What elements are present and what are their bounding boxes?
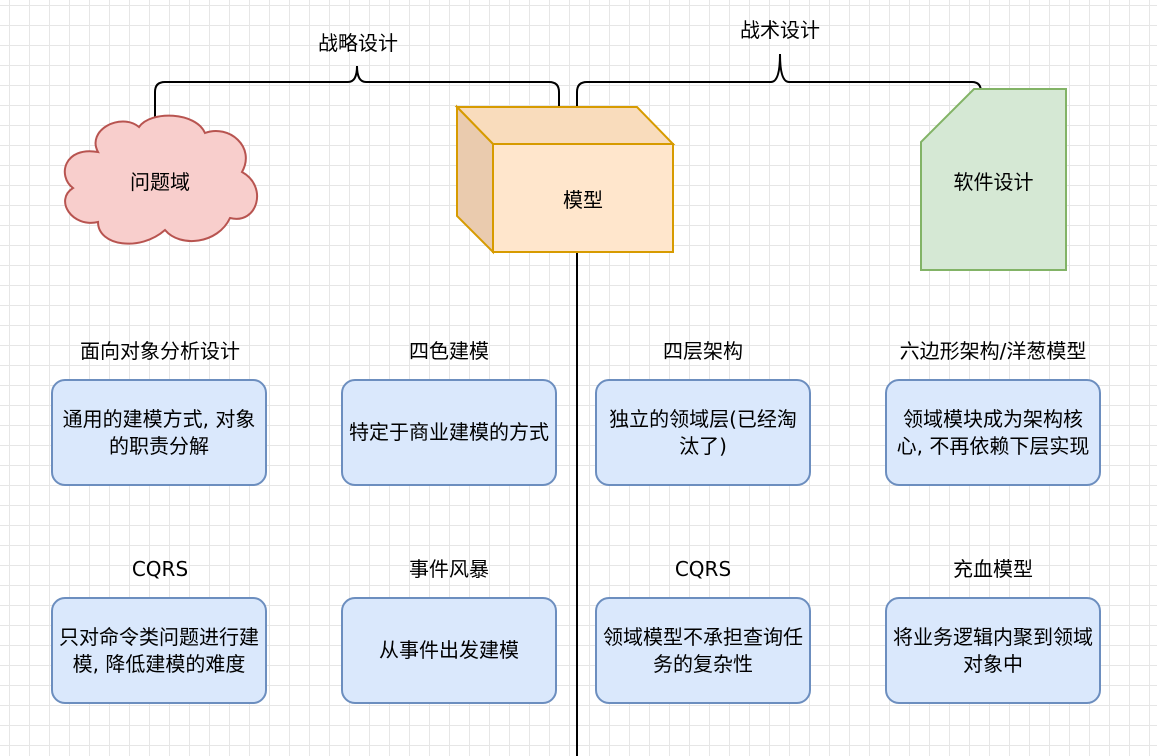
column-1-heading-1: 面向对象分析设计 bbox=[80, 339, 240, 363]
column-1-card-1: 通用的建模方式, 对象的职责分解 bbox=[51, 379, 267, 486]
card-text: 领域模型不承担查询任务的复杂性 bbox=[603, 624, 803, 676]
column-2-heading-1: 四色建模 bbox=[409, 339, 489, 363]
strategic-design-label: 战略设计 bbox=[318, 31, 398, 55]
column-4-card-2: 将业务逻辑内聚到领域对象中 bbox=[885, 597, 1101, 704]
column-2-card-1: 特定于商业建模的方式 bbox=[341, 379, 557, 486]
software-design-label: 软件设计 bbox=[953, 169, 1034, 194]
column-4-card-1: 领域模块成为架构核心, 不再依赖下层实现 bbox=[885, 379, 1101, 486]
card-text: 特定于商业建模的方式 bbox=[349, 420, 549, 444]
model-label: 模型 bbox=[563, 187, 603, 212]
column-2-heading-2: 事件风暴 bbox=[409, 557, 489, 581]
tactical-brace bbox=[576, 53, 982, 117]
column-3-heading-1: 四层架构 bbox=[663, 339, 743, 363]
column-3-card-1: 独立的领域层(已经淘汰了) bbox=[595, 379, 811, 486]
problem-domain-label: 问题域 bbox=[130, 169, 190, 194]
model-cube bbox=[454, 104, 676, 255]
card-text: 领域模块成为架构核心, 不再依赖下层实现 bbox=[896, 406, 1090, 458]
column-1-card-2: 只对命令类问题进行建模, 降低建模的难度 bbox=[51, 597, 267, 704]
column-3-heading-2: CQRS bbox=[674, 557, 732, 581]
card-text: 独立的领域层(已经淘汰了) bbox=[609, 406, 797, 458]
software-design-doc bbox=[920, 88, 1067, 271]
column-2-card-2: 从事件出发建模 bbox=[341, 597, 557, 704]
column-4-heading-1: 六边形架构/洋葱模型 bbox=[899, 339, 1087, 363]
problem-domain-cloud bbox=[63, 114, 259, 245]
card-text: 通用的建模方式, 对象的职责分解 bbox=[62, 406, 256, 458]
column-3-card-2: 领域模型不承担查询任务的复杂性 bbox=[595, 597, 811, 704]
card-text: 将业务逻辑内聚到领域对象中 bbox=[893, 624, 1093, 676]
tactical-design-label: 战术设计 bbox=[740, 18, 820, 42]
column-4-heading-2: 充血模型 bbox=[953, 557, 1033, 581]
column-1-heading-2: CQRS bbox=[131, 557, 189, 581]
card-text: 从事件出发建模 bbox=[379, 638, 519, 662]
strategic-brace bbox=[154, 65, 560, 117]
card-text: 只对命令类问题进行建模, 降低建模的难度 bbox=[59, 624, 259, 676]
